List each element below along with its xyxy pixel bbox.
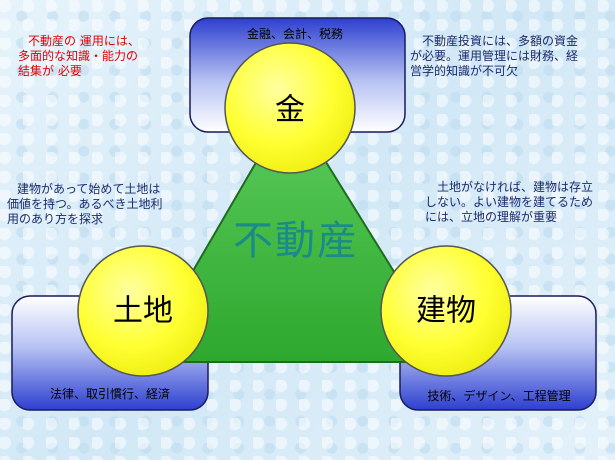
tag-building: 技術、デザイン、工程管理 xyxy=(427,388,570,403)
triangle xyxy=(138,102,452,363)
note-top-right: 不動産投資には、多額の資金 が必要。運用管理には財務、経 営学的知識が不可欠 xyxy=(410,34,578,79)
circle-money xyxy=(224,42,356,174)
note-line: 結集が 必要 xyxy=(18,64,82,78)
note-line: には、立地の理解が重要 xyxy=(425,210,558,224)
note-middle-right: 土地がなければ、建物は存立 しない。よい建物を建てるため には、立地の理解が重要 xyxy=(425,180,593,225)
node-label-money: 金 xyxy=(275,93,305,128)
note-top-left: 不動産の 運用には、 多面的な知識・能力の 結集が 必要 xyxy=(18,34,140,79)
tag-money: 金融、会計、税務 xyxy=(247,26,343,41)
tag-land: 法律、取引慣行、経済 xyxy=(50,386,170,401)
note-line: 土地がなければ、建物は存立 xyxy=(437,180,594,194)
center-label: 不動産 xyxy=(233,218,359,264)
note-line: が必要。運用管理には財務、経 xyxy=(410,49,579,63)
note-middle-left: 建物があって始めて土地は 価値を持つ。あるべき土地利 用のあり方を探求 xyxy=(7,182,163,227)
note-line: 不動産投資には、多額の資金 xyxy=(422,34,579,48)
note-line: 用のあり方を探求 xyxy=(7,212,104,226)
circle-land xyxy=(77,245,209,377)
note-line: しない。よい建物を建てるため xyxy=(425,195,594,209)
note-line: 不動産の 運用には、 xyxy=(28,34,140,48)
note-line: 価値を持つ。あるべき土地利 xyxy=(7,197,163,211)
node-label-land: 土地 xyxy=(113,294,173,329)
note-line: 多面的な知識・能力の xyxy=(18,49,139,63)
note-line: 建物があって始めて土地は xyxy=(17,182,161,196)
node-label-building: 建物 xyxy=(416,294,476,329)
note-line: 営学的知識が不可欠 xyxy=(410,64,519,78)
circle-building xyxy=(380,245,512,377)
